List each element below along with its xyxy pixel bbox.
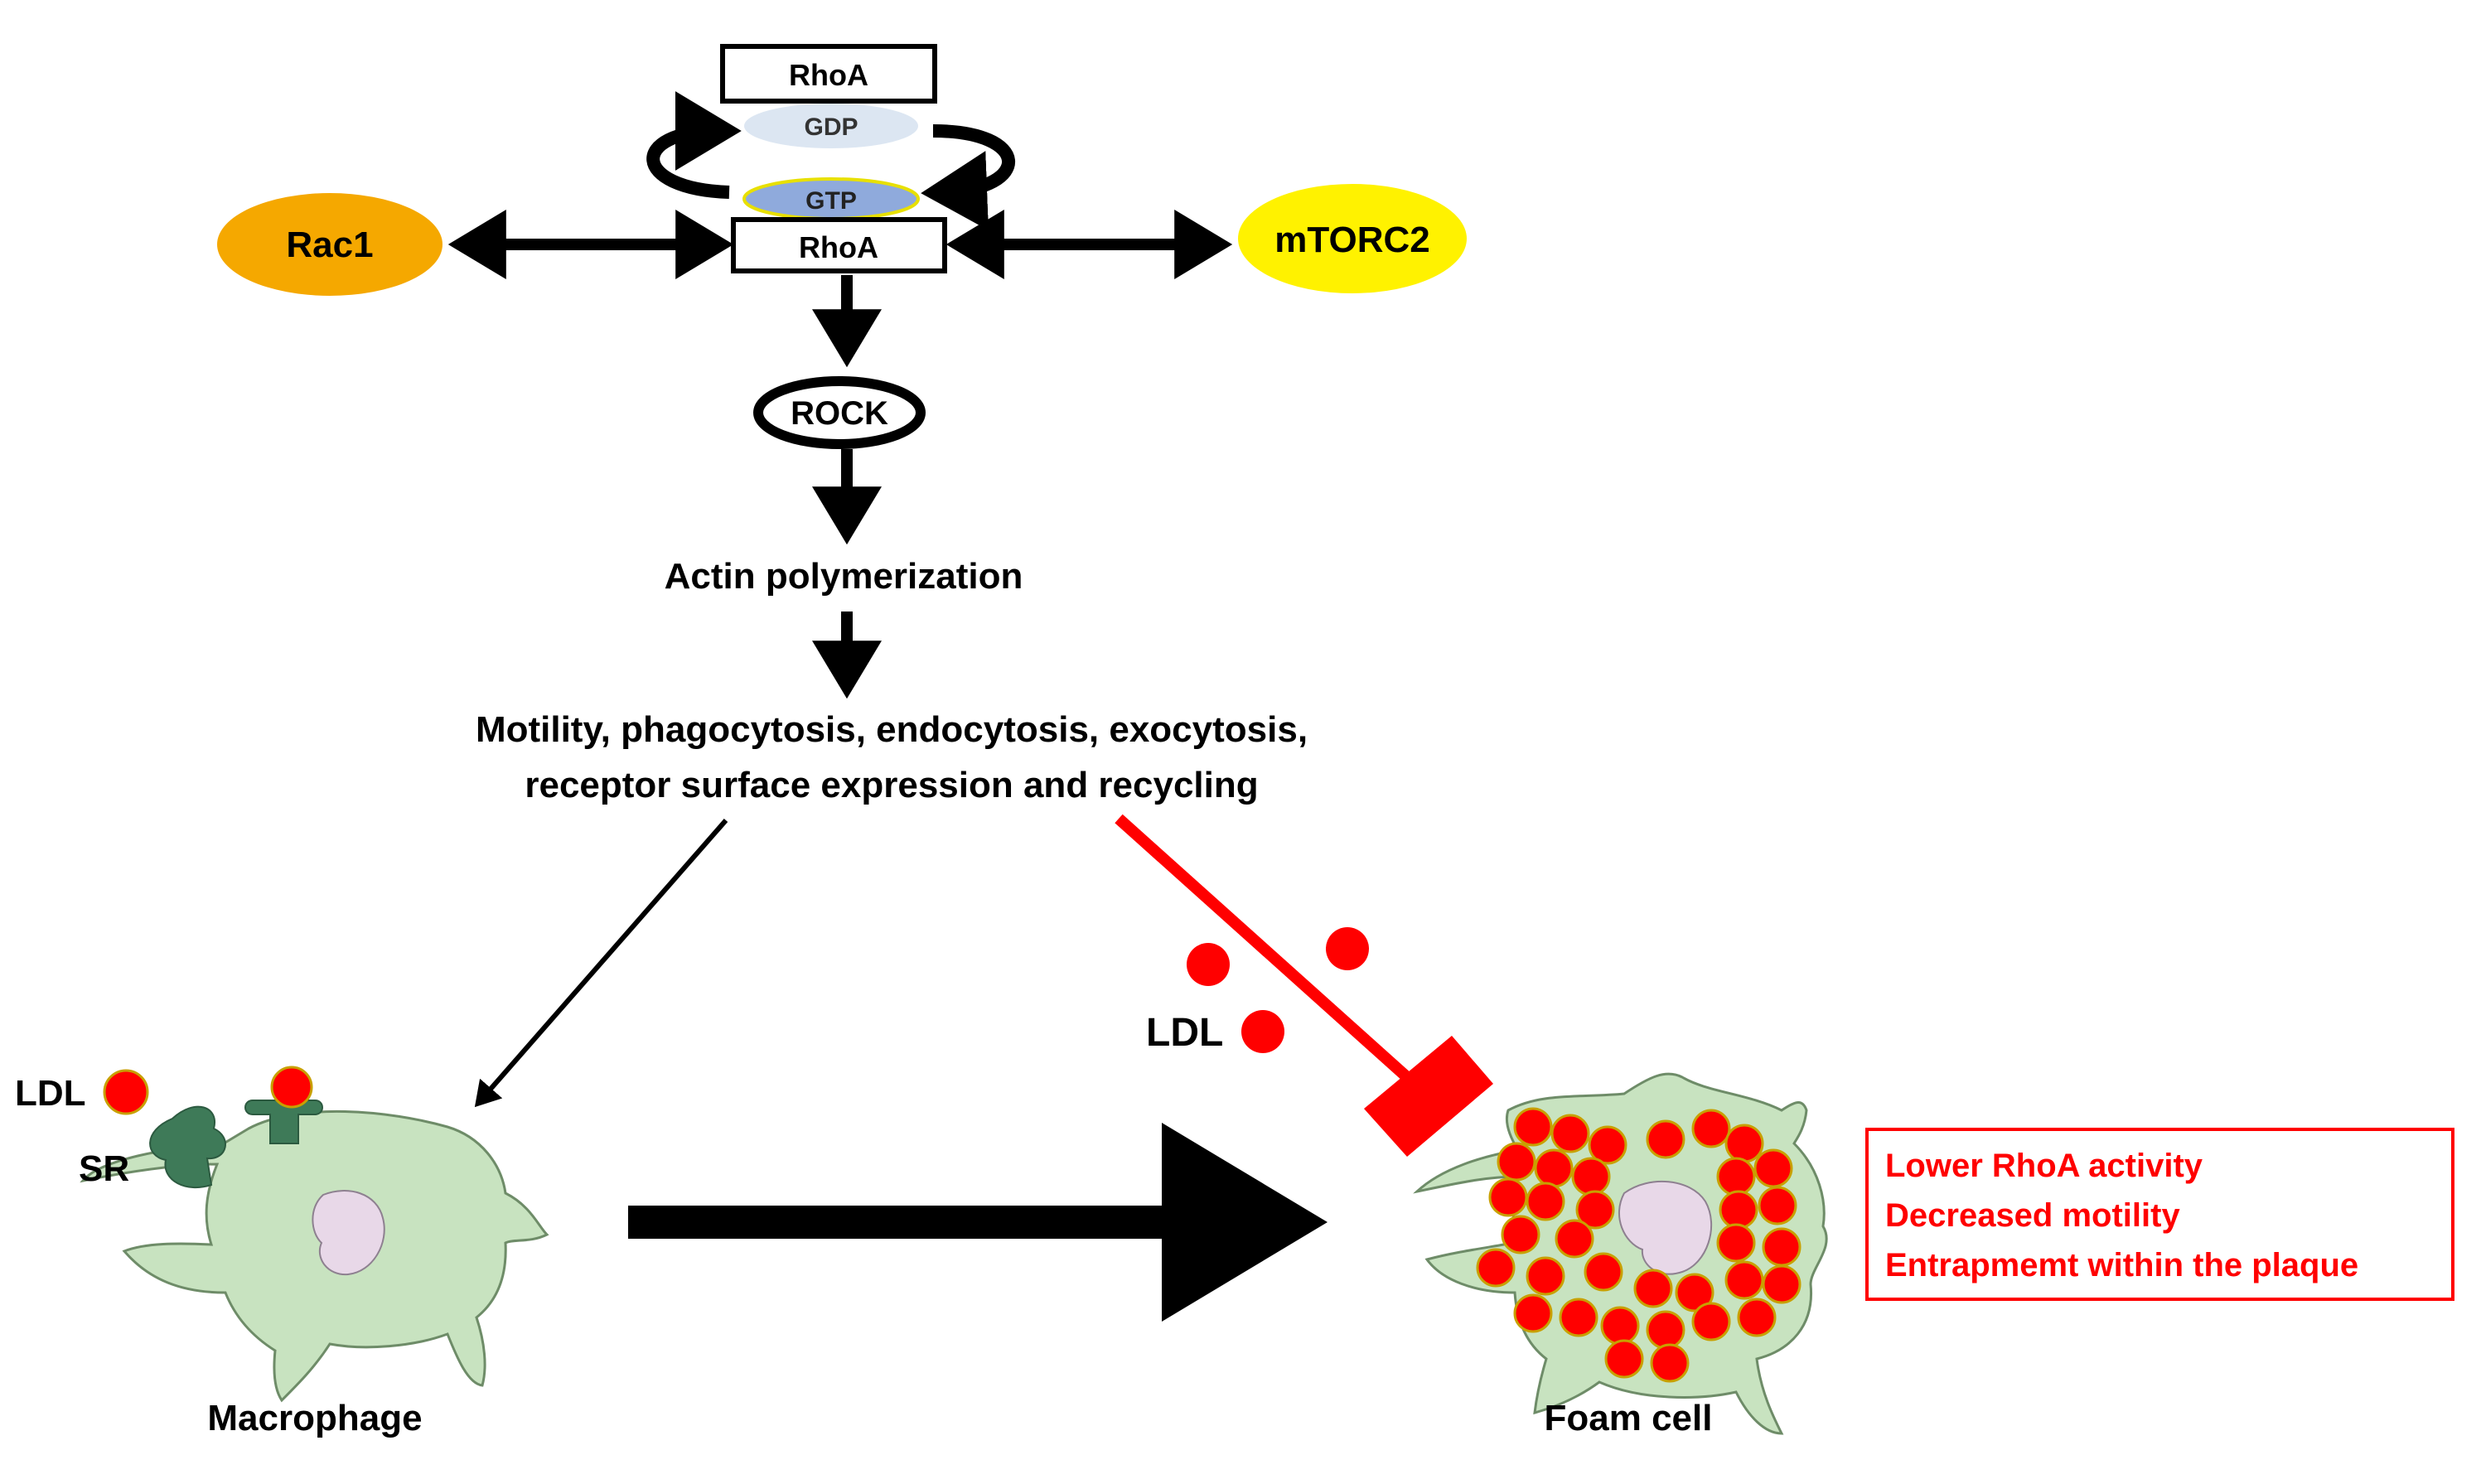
inhibition-bar: [1364, 1036, 1493, 1157]
actin-polymerization-label: Actin polymerization: [665, 556, 1023, 597]
rac1-label: Rac1: [286, 225, 373, 265]
macrophage-nucleus: [312, 1190, 385, 1276]
ldl-free-left: [103, 1069, 149, 1115]
gtp-label: GTP: [805, 187, 857, 215]
macrophage-cell: [80, 1066, 549, 1403]
rock-label: ROCK: [791, 395, 888, 432]
foam-cell-nucleus: [1618, 1180, 1713, 1275]
foam-cell-label: Foam cell: [1545, 1398, 1713, 1438]
ldl-left-label: LDL: [15, 1073, 86, 1114]
sr-label: SR: [79, 1148, 129, 1189]
foam-cell: [1413, 1072, 1828, 1435]
effects-box: [1865, 1128, 2454, 1301]
scavenger-receptor-top: [244, 1100, 323, 1144]
functions-to-macrophage-arrow: [474, 819, 728, 1108]
cycle-arrow-left: [646, 91, 742, 199]
gdp-label: GDP: [804, 114, 858, 141]
ldl-particle: [1187, 943, 1230, 986]
rac1-node: [217, 193, 443, 296]
ldl-particle: [1241, 1010, 1284, 1053]
mtorc2-label: mTORC2: [1274, 220, 1429, 260]
rhoa-gtp-label: RhoA: [799, 230, 878, 264]
rhoa-gdp-box: [720, 44, 937, 104]
functions-line-1: Motility, phagocytosis, endocytosis, exo…: [476, 709, 1308, 750]
ldl-particle: [1326, 927, 1369, 970]
scavenger-receptor-left: [149, 1105, 226, 1189]
effect-item-1: Lower RhoA activity: [1885, 1148, 2203, 1184]
effect-item-2: Decreased motility: [1885, 1197, 2180, 1234]
inhibition-line: [1115, 814, 1428, 1097]
mtorc2-node: [1238, 184, 1467, 293]
macrophage-label: Macrophage: [207, 1398, 422, 1438]
rhoa-gtp-box: [731, 217, 947, 273]
ldl-bound: [270, 1066, 313, 1109]
cycle-arrow-right: [921, 124, 1015, 230]
functions-line-2: receptor surface expression and recyclin…: [525, 765, 1258, 805]
gdp-ellipse: [744, 104, 918, 148]
rhoa-gdp-label: RhoA: [789, 58, 868, 92]
effect-item-3: Entrapmemt within the plaque: [1885, 1247, 2358, 1283]
ldl-mid-label: LDL: [1146, 1011, 1223, 1055]
lipid-droplets: [1476, 1107, 1802, 1383]
rock-node: [753, 376, 926, 449]
